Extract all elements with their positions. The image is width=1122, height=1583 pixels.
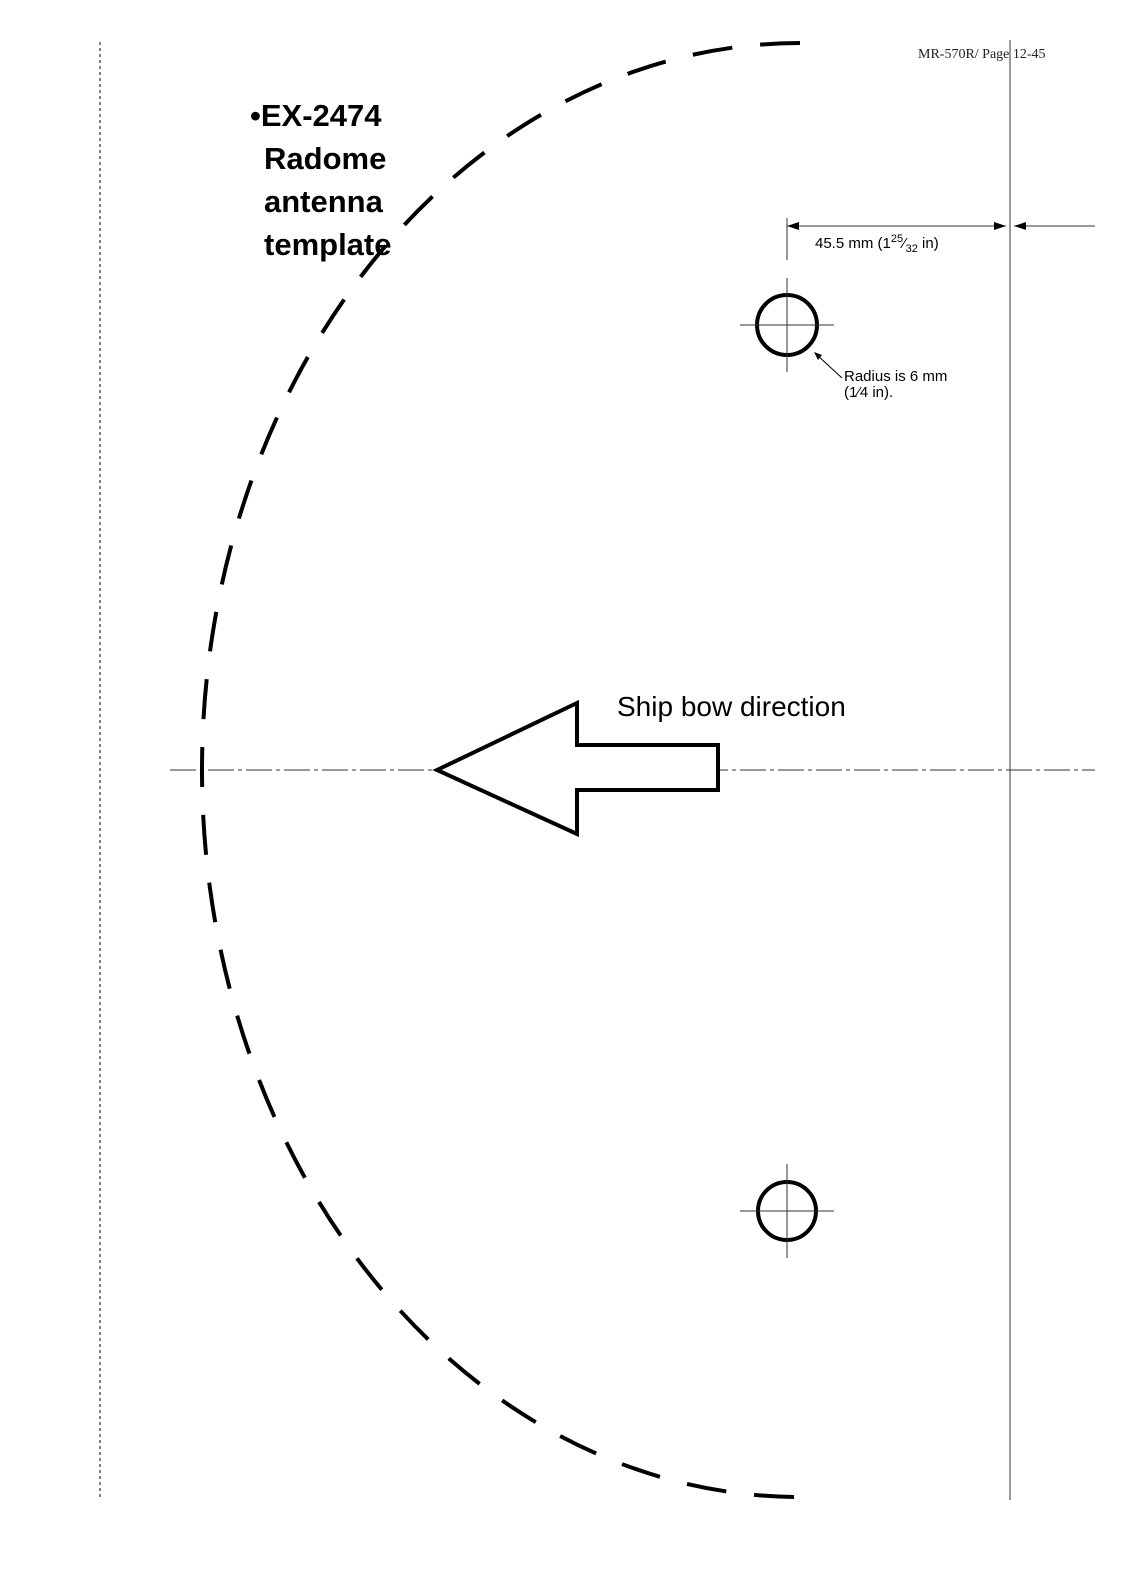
page-reference: MR-570R/ Page 12-45 [918,47,1046,63]
dimension-label: 45.5 mm (125⁄32 in) [815,233,939,255]
template-title: •EX-2474 Radome antenna template [250,94,391,266]
radius-note-line1: Radius is 6 mm [844,369,947,385]
title-line-template: template [250,223,391,266]
dimension-unit-suffix: in) [918,235,939,252]
title-line-radome: Radome [250,137,391,180]
mounting-hole-lower [740,1164,834,1258]
bow-direction-label: Ship bow direction [617,691,846,723]
dimension-fraction-num: 25 [891,233,903,245]
title-line-model: •EX-2474 [250,94,391,137]
dimension-metric: 45.5 mm (1 [815,235,891,252]
radius-note-line2: (1⁄4 in). [844,385,947,401]
radius-note: Radius is 6 mm (1⁄4 in). [844,369,947,401]
radius-leader-arrow [814,352,842,378]
dimension-fraction-den: 32 [906,243,918,255]
title-line-antenna: antenna [250,180,391,223]
